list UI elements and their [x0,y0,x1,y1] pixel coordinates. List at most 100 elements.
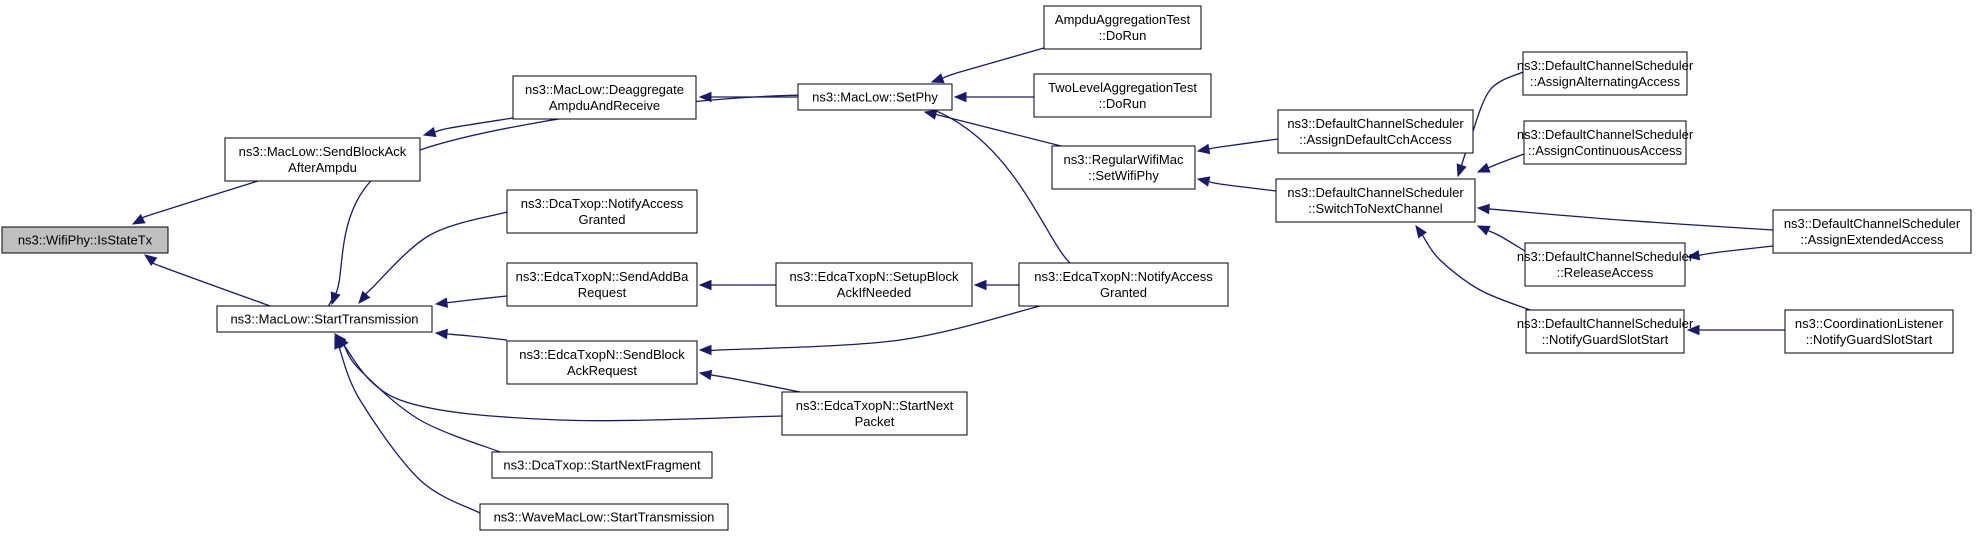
node-box [479,503,729,531]
node-box [1523,120,1687,165]
edge-assign_default_cch-to-set_wifi_phy [1196,138,1279,155]
node-label-line: ns3::RegularWifiMac [1064,152,1184,167]
arrow-head [434,328,448,340]
edge-line [1208,138,1279,150]
nodes-layer: ns3::WifiPhy::IsStateTx ns3::MacLow::Send… [1,5,1972,531]
edge-start_transmission-to-is_state_tx [143,254,271,307]
arrow-head [1196,176,1211,187]
arrow-head [698,279,712,291]
edge-deaggregate_ampdu-to-send_block_ack_after_ampdu [422,117,514,138]
node-box [1522,51,1688,96]
node-label-line: AckRequest [567,363,637,378]
node-box [216,305,433,333]
node-label-line: AfterAmpdu [288,160,357,175]
node-coordination-listener[interactable]: ns3::CoordinationListener::NotifyGuardSl… [1784,309,1954,354]
edge-line [149,260,271,307]
node-label-line: ::NotifyGuardSlotStart [1806,332,1933,347]
node-label-line: ns3::MacLow::SetPhy [812,90,938,105]
node-assign-default-cch[interactable]: ns3::DefaultChannelScheduler::AssignDefa… [1277,109,1474,154]
node-is-state-tx[interactable]: ns3::WifiPhy::IsStateTx [1,226,169,254]
edge-switch_to_next_channel-to-set_wifi_phy [1196,176,1277,192]
node-label-line: Request [578,285,627,300]
node-box [1275,178,1476,223]
node-box [1,226,169,254]
edge-edca_notify_access_granted-to-setup_block_ack [973,279,1019,291]
node-assign-continuous[interactable]: ns3::DefaultChannelScheduler::AssignCont… [1517,120,1694,165]
node-box [224,137,421,182]
arrow-head [698,344,712,356]
node-box [1772,209,1972,254]
edge-assign_alternating-to-switch_to_next_channel [1456,71,1524,178]
node-start-transmission[interactable]: ns3::MacLow::StartTransmission [216,305,433,333]
node-box [506,262,698,307]
edge-line [710,374,801,393]
node-label-line: ns3::DefaultChannelScheduler [1784,216,1961,231]
arrow-head [334,335,345,350]
node-label-line: ns3::DefaultChannelScheduler [1517,58,1694,73]
node-release-access[interactable]: ns3::DefaultChannelScheduler::ReleaseAcc… [1517,242,1694,287]
node-dca-start-next-fragment[interactable]: ns3::DcaTxop::StartNextFragment [491,451,713,479]
edge-line [1488,208,1774,231]
node-box [1277,109,1474,154]
edge-line [1487,229,1526,252]
node-box [506,189,698,234]
node-wave-start-transmission[interactable]: ns3::WaveMacLow::StartTransmission [479,503,729,531]
node-label-line: ns3::WifiPhy::IsStateTx [18,233,153,248]
node-label-line: ns3::DefaultChannelScheduler [1517,127,1694,142]
node-label-line: ::AssignExtendedAccess [1800,232,1944,247]
node-set-phy[interactable]: ns3::MacLow::SetPhy [797,83,953,111]
node-label-line: ns3::DefaultChannelScheduler [1287,185,1464,200]
edge-two_level_test-to-set_phy [953,91,1035,103]
node-label-line: ::AssignAlternatingAccess [1530,74,1681,89]
node-assign-extended[interactable]: ns3::DefaultChannelScheduler::AssignExte… [1772,209,1972,254]
node-label-line: ::AssignContinuousAccess [1528,143,1682,158]
edge-line [942,47,1045,79]
arrow-head [930,73,945,84]
node-label-line: ::AssignDefaultCchAccess [1299,132,1452,147]
arrow-head [422,126,437,138]
arrow-head [1415,224,1427,239]
edge-line [1208,180,1277,192]
edge-wave_start_transmission-to-start_transmission [334,335,481,514]
node-label-line: AmpduAndReceive [549,98,660,113]
edge-line [446,295,508,304]
arrow-head [143,254,158,267]
node-label-line: ns3::DcaTxop::StartNextFragment [503,458,701,473]
arrow-head [698,369,713,381]
node-box [781,391,968,436]
node-box [1524,242,1686,287]
node-label-line: Granted [579,212,626,227]
node-ampdu-test[interactable]: AmpduAggregationTest::DoRun [1043,5,1202,50]
node-label-line: ns3::DcaTxop::NotifyAccess [521,196,684,211]
edge-send_block_ack_request-to-start_transmission [434,328,508,341]
edge-line [138,180,259,220]
node-notify-guard-slot-start[interactable]: ns3::DefaultChannelScheduler::NotifyGuar… [1517,309,1694,354]
node-box [1033,73,1212,118]
node-assign-alternating[interactable]: ns3::DefaultChannelScheduler::AssignAlte… [1517,51,1694,96]
node-label-line: ns3::CoordinationListener [1795,316,1944,331]
node-box [512,75,697,120]
edge-set_wifi_phy-to-set_phy [923,109,1062,147]
node-switch-to-next-channel[interactable]: ns3::DefaultChannelScheduler::SwitchToNe… [1275,178,1476,223]
arrow-head [1476,225,1491,236]
node-label-line: ns3::DefaultChannelScheduler [1517,249,1694,264]
node-set-wifi-phy[interactable]: ns3::RegularWifiMac::SetWifiPhy [1051,145,1196,190]
edge-assign_extended-to-switch_to_next_channel [1476,203,1774,231]
node-label-line: ::DoRun [1099,96,1147,111]
node-label-line: ::ReleaseAccess [1557,265,1654,280]
node-label-line: ::SetWifiPhy [1088,168,1159,183]
arrow-head [1456,163,1467,178]
node-label-line: ns3::EdcaTxopN::SendBlock [519,347,685,362]
arrow-head [973,279,987,291]
node-two-level-test[interactable]: TwoLevelAggregationTest::DoRun [1033,73,1212,118]
edge-line [1698,245,1774,256]
